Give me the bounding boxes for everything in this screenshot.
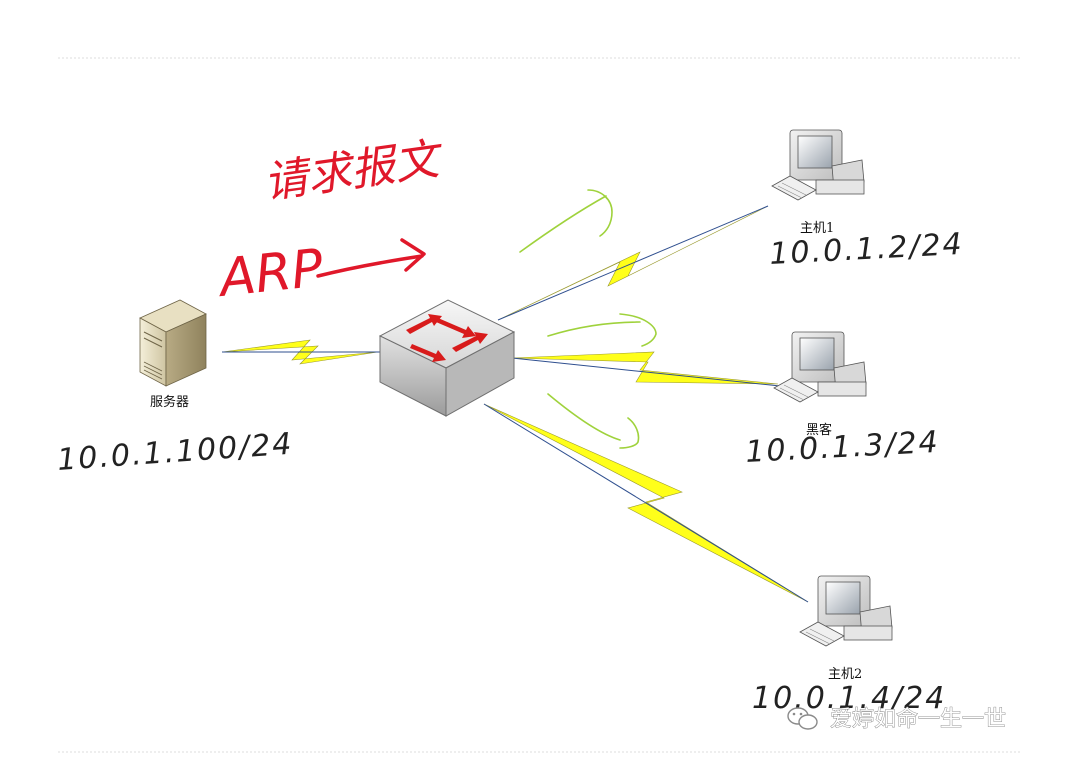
hacker-label: 黑客: [806, 422, 832, 438]
handwritten-arrow: [316, 238, 426, 278]
handwritten-title: 请求报文: [260, 133, 447, 209]
hacker-ip: 10.0.1.3/24: [745, 425, 941, 470]
server-label: 服务器: [150, 394, 189, 410]
handwritten-protocol: ARP: [214, 238, 326, 309]
computer-icon: [799, 575, 893, 647]
flow-arrow-to-host1: [519, 189, 613, 253]
link-switch-hacker: [511, 351, 781, 387]
host1-ip: 10.0.1.2/24: [769, 227, 965, 272]
watermark-text: 爱婷如命一生一世: [830, 707, 1006, 732]
host2-label: 主机2: [828, 667, 862, 682]
flow-arrow-to-host2: [547, 393, 640, 449]
link-switch-host2: [483, 403, 809, 603]
link-switch-host1: [497, 205, 769, 321]
host1-label: 主机1: [800, 221, 834, 236]
flow-arrow-to-hacker: [547, 313, 657, 347]
flow-arrows: [519, 189, 657, 449]
computer-icon: [773, 331, 867, 403]
link-server-switch: [221, 339, 380, 365]
server-ip: 10.0.1.100/24: [56, 427, 294, 478]
switch-icon: [378, 299, 516, 417]
host2-ip: 10.0.1.4/24: [752, 681, 946, 716]
computer-icon: [771, 129, 865, 201]
wechat-icon: [787, 707, 818, 730]
server-icon: [139, 299, 207, 387]
